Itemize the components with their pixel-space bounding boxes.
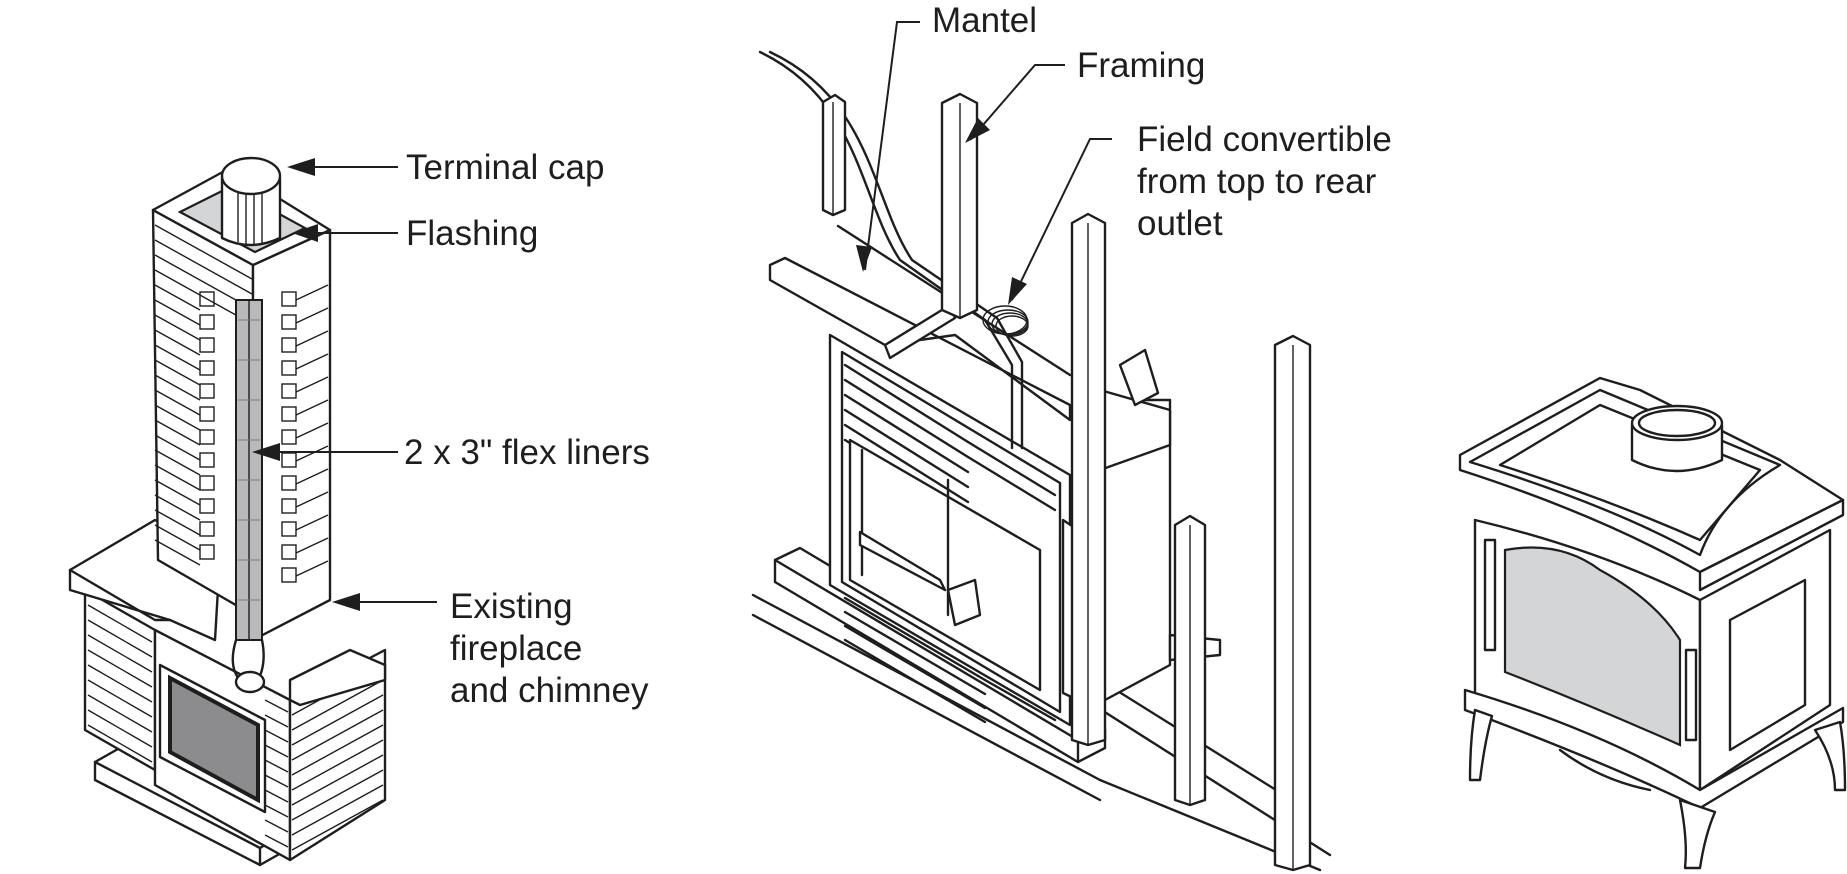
stove-flue-collar: [1630, 404, 1724, 473]
label-existing-fireplace: Existing fireplace and chimney: [332, 587, 649, 710]
label-flex-liners: 2 x 3" flex liners: [252, 433, 650, 472]
label-text: from top to rear: [1137, 162, 1377, 201]
label-text: Framing: [1077, 46, 1205, 85]
label-text: Field convertible: [1137, 120, 1392, 159]
label-text: Mantel: [932, 1, 1037, 40]
bracket-tab: [1118, 348, 1160, 407]
framed-fireplace-illustration: Mantel Framing Field convertible from to…: [751, 1, 1392, 872]
terminal-cap: [220, 156, 282, 247]
framing-stud-3: [1070, 212, 1107, 747]
stove-leg-right: [1813, 720, 1847, 792]
stove-top: [1458, 376, 1845, 592]
stove-leg-left: [1468, 708, 1494, 782]
label-text: Terminal cap: [406, 148, 604, 187]
label-text: outlet: [1137, 204, 1223, 243]
label-text: Flashing: [406, 214, 538, 253]
framing-stud-4: [1173, 514, 1207, 807]
framing-stud-1: [821, 93, 847, 217]
label-mantel: Mantel: [856, 1, 1037, 272]
label-framing: Framing: [965, 46, 1205, 143]
label-text: and chimney: [450, 671, 649, 710]
firebox-opening: [158, 663, 267, 814]
label-terminal-cap: Terminal cap: [287, 148, 604, 187]
stove-base: [1463, 688, 1847, 870]
freestanding-stove-illustration: [1458, 376, 1847, 870]
label-text: Existing: [450, 587, 573, 626]
masonry-chimney-illustration: Terminal cap Flashing 2 x 3" flex liners…: [68, 148, 650, 867]
vent-pipe: [758, 50, 1029, 450]
framing-stud-2: [940, 92, 979, 320]
label-flashing: Flashing: [292, 214, 538, 253]
chimney-stack: [151, 166, 332, 694]
label-text: 2 x 3" flex liners: [404, 433, 650, 472]
label-field-convertible: Field convertible from top to rear outle…: [1008, 120, 1392, 305]
flex-liners: [231, 299, 266, 694]
stove-leg-front: [1678, 798, 1717, 870]
framing-stud-5: [1273, 334, 1312, 872]
label-text: fireplace: [450, 629, 582, 668]
